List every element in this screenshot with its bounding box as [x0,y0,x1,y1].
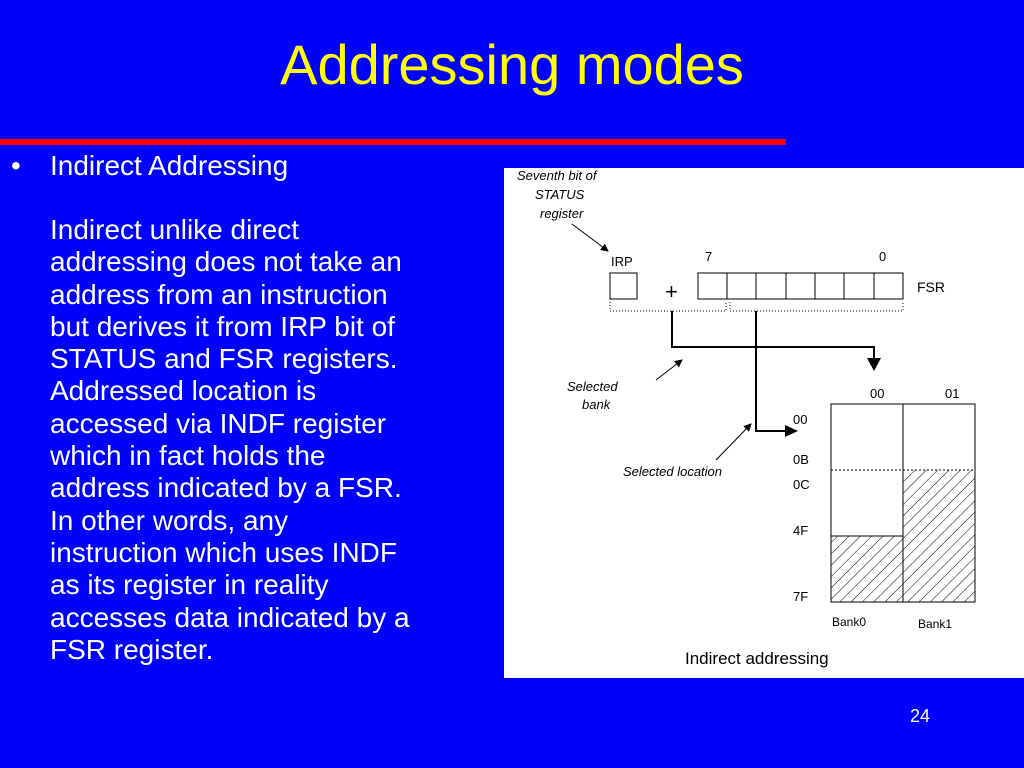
fsr-box [697,272,904,300]
status-note-line: STATUS [535,187,585,202]
address-label: 00 [793,412,807,427]
location-select-line [755,311,787,432]
bullet-marker: • [11,150,21,181]
page-number: 24 [909,706,931,726]
title-divider [0,139,786,145]
fsr-register [697,272,904,300]
body-line: Indirect unlike direct [50,214,300,245]
fsr-label: FSR [917,279,945,295]
address-label: 0C [793,477,810,492]
body-line: Addressed location is [50,375,317,407]
bank-select-line [671,311,875,360]
body-line: address indicated by a FSR. [50,472,402,504]
selected-location-pointer [715,423,752,461]
status-note-line: register [540,206,584,221]
bullet-heading: Indirect Addressing [50,150,289,181]
diagram-svg: Seventh bit of STATUS register IRP + 7 0… [517,168,976,668]
body-line: In other words, any [50,504,289,536]
fsr-bit-low: 0 [879,249,886,264]
body-line: accessed via INDF register [50,407,387,439]
selected-bank-label: Selected bank [567,379,621,412]
bank1-shaded-area [903,470,975,602]
bank-name: Bank1 [918,617,952,631]
body-line: accesses data indicated by a [50,601,410,633]
bank-select-arrowhead [867,358,881,371]
bank-header: 01 [945,386,959,401]
address-label: 0B [793,452,809,467]
selected-bank-line: Selected [567,379,618,394]
plus-sign: + [665,279,678,304]
body-line: as its register in reality [50,569,329,601]
slide-title: Addressing modes [280,33,744,96]
figure-caption: Indirect addressing [685,649,829,668]
bank-name: Bank0 [832,615,866,629]
status-note: Seventh bit of STATUS register [517,168,600,221]
status-note-line: Seventh bit of [517,168,598,183]
body-paragraph: Indirect unlike direct addressing does n… [50,214,500,666]
bank0-shaded-area [831,536,903,602]
selected-bank-line: bank [582,397,612,412]
body-line: address from an instruction [50,278,388,310]
body-line: STATUS and FSR registers. [50,343,398,375]
body-line: FSR register. [50,633,214,665]
body-line: addressing does not take an [50,246,402,278]
indirect-addressing-figure: Seventh bit of STATUS register IRP + 7 0… [504,168,1024,678]
body-line: but derives it from IRP bit of [50,310,395,342]
irp-bit-box [609,272,638,300]
note-arrow [571,223,609,252]
body-line: which in fact holds the [50,440,326,472]
irp-label: IRP [611,254,633,269]
body-line: instruction which uses INDF [50,536,398,568]
address-bracket [609,302,904,312]
address-label: 4F [793,523,808,538]
address-label: 7F [793,589,808,604]
fsr-bit-high: 7 [705,249,712,264]
bank-header: 00 [870,386,884,401]
selected-location-label: Selected location [623,464,722,479]
location-select-arrowhead [785,425,798,437]
selected-bank-pointer [655,359,683,381]
